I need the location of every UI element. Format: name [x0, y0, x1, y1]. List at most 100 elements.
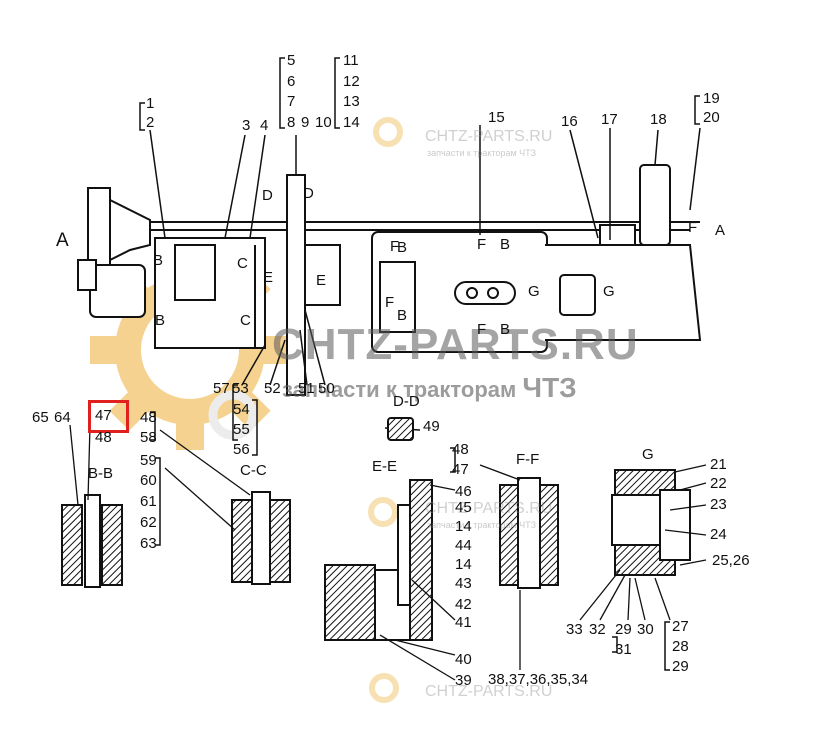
callout-22[interactable]: 22 [710, 475, 727, 492]
main-assembly [77, 164, 702, 396]
callout-14[interactable]: 14 [343, 114, 360, 131]
view-b-4: B [500, 236, 511, 253]
callout-53[interactable]: 53 [232, 380, 249, 397]
callout-24[interactable]: 24 [710, 526, 727, 543]
watermark-tagline-text: запчасти к тракторам [282, 377, 517, 402]
view-f-4: F [477, 321, 487, 338]
view-g-1: G [528, 283, 540, 300]
callout-25-26[interactable]: 25,26 [712, 552, 750, 569]
watermark-small-brand: CHTZ-PARTS.RU [425, 128, 553, 145]
watermark-tagline: запчасти к тракторам ЧТЗ [282, 372, 577, 404]
callout-47-b[interactable]: 47 [452, 461, 469, 478]
callout-59[interactable]: 59 [140, 452, 157, 469]
view-b-3: B [397, 239, 408, 256]
callout-41[interactable]: 41 [455, 614, 472, 631]
callout-5[interactable]: 5 [287, 52, 296, 69]
callout-6[interactable]: 6 [287, 73, 296, 90]
callout-48[interactable]: 48 [95, 429, 112, 446]
callout-57[interactable]: 57 [213, 380, 230, 397]
callout-58[interactable]: 58 [140, 429, 157, 446]
callout-52[interactable]: 52 [264, 380, 281, 397]
view-d-2: D [303, 185, 314, 202]
callout-17[interactable]: 17 [601, 111, 618, 128]
callout-13[interactable]: 13 [343, 93, 360, 110]
view-c-1: C [237, 255, 248, 272]
callout-45[interactable]: 45 [455, 499, 472, 516]
callout-10[interactable]: 10 [315, 114, 332, 131]
section-ff: F-F [516, 451, 540, 468]
view-f-1: F [390, 238, 400, 255]
callout-23[interactable]: 23 [710, 496, 727, 513]
view-f-3: F [385, 294, 395, 311]
callout-8[interactable]: 8 [287, 114, 296, 131]
view-b-2: B [155, 312, 166, 329]
callout-18[interactable]: 18 [650, 111, 667, 128]
callout-48-b[interactable]: 48 [452, 441, 469, 458]
callout-65[interactable]: 65 [32, 409, 49, 426]
section-ee: E-E [372, 458, 398, 475]
section-a-right: A [715, 222, 726, 239]
callout-56[interactable]: 56 [233, 441, 250, 458]
callout-14-b[interactable]: 14 [455, 556, 472, 573]
callout-4[interactable]: 4 [260, 117, 269, 134]
callout-12[interactable]: 12 [343, 73, 360, 90]
section-a-left: A [56, 230, 69, 251]
callout-29-b[interactable]: 29 [615, 621, 632, 638]
view-f-2: F [477, 236, 487, 253]
callout-62[interactable]: 62 [140, 514, 157, 531]
callout-29[interactable]: 29 [672, 658, 689, 675]
view-d-1: D [262, 187, 273, 204]
callout-55[interactable]: 55 [233, 421, 250, 438]
callout-16[interactable]: 16 [561, 113, 578, 130]
callout-2[interactable]: 2 [146, 114, 155, 131]
callout-38-34[interactable]: 38,37,36,35,34 [488, 671, 589, 688]
callout-61[interactable]: 61 [140, 493, 157, 510]
callout-11[interactable]: 11 [343, 52, 359, 69]
section-bb: B-B [88, 465, 114, 482]
callout-51[interactable]: 51 [298, 380, 315, 397]
callout-3[interactable]: 3 [242, 117, 251, 134]
callout-9[interactable]: 9 [301, 114, 310, 131]
view-b-6: B [500, 321, 511, 338]
callout-48-c[interactable]: 48 [140, 409, 157, 426]
callout-43[interactable]: 43 [455, 575, 472, 592]
highlight-box[interactable] [88, 400, 129, 433]
callout-33[interactable]: 33 [566, 621, 583, 638]
section-views [61, 417, 691, 641]
callout-44[interactable]: 44 [455, 537, 472, 554]
callout-60[interactable]: 60 [140, 472, 157, 489]
callout-27[interactable]: 27 [672, 618, 689, 635]
callout-40[interactable]: 40 [455, 651, 472, 668]
callout-46[interactable]: 46 [455, 483, 472, 500]
callout-42[interactable]: 42 [455, 596, 472, 613]
view-f-5: F [688, 219, 698, 236]
callout-63[interactable]: 63 [140, 535, 157, 552]
view-b-5: B [397, 307, 408, 324]
callout-32[interactable]: 32 [589, 621, 606, 638]
callout-21[interactable]: 21 [710, 456, 727, 473]
callout-19[interactable]: 19 [703, 90, 720, 107]
callout-14-c[interactable]: 14 [455, 518, 472, 535]
callout-1[interactable]: 1 [146, 95, 155, 112]
callout-39[interactable]: 39 [455, 672, 472, 689]
callout-64[interactable]: 64 [54, 409, 71, 426]
view-e-2: E [316, 272, 327, 289]
callout-47-highlighted[interactable]: 47 [95, 407, 112, 424]
watermark-small-brand-2: CHTZ-PARTS.RU [425, 500, 553, 517]
small-gear-icon [368, 117, 403, 703]
callout-49[interactable]: 49 [423, 418, 440, 435]
section-leaders [69, 424, 707, 681]
callout-15[interactable]: 15 [488, 109, 505, 126]
callout-7[interactable]: 7 [287, 93, 296, 110]
callout-30[interactable]: 30 [637, 621, 654, 638]
section-cc: C-C [240, 462, 267, 479]
callout-20[interactable]: 20 [703, 109, 720, 126]
callout-31[interactable]: 31 [615, 641, 632, 658]
callout-28[interactable]: 28 [672, 638, 689, 655]
callout-50[interactable]: 50 [318, 380, 335, 397]
watermark-brand: CHTZ-PARTS.RU [272, 320, 639, 369]
watermark-tagline-brand: ЧТЗ [522, 372, 577, 403]
callout-54[interactable]: 54 [233, 401, 250, 418]
